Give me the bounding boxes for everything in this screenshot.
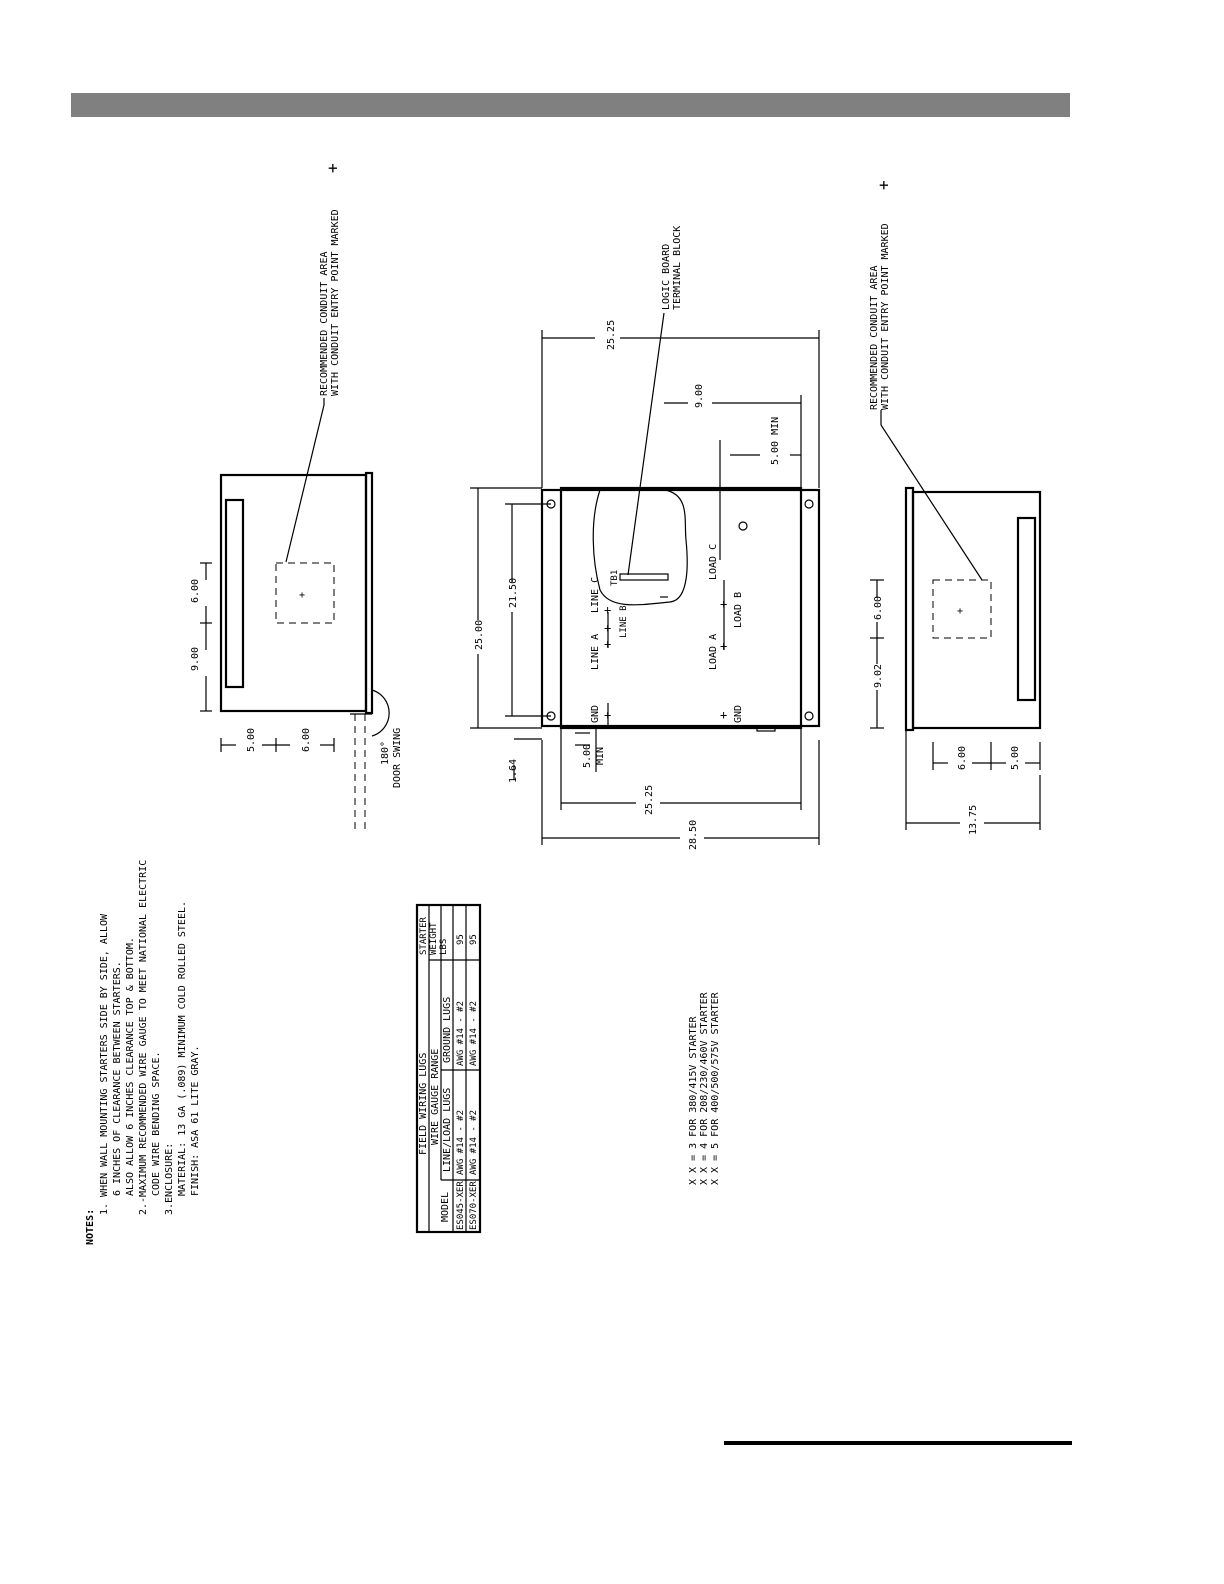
field-wiring-table: FIELD WIRING LUGS WIRE GAUGE RANGE MODEL… bbox=[415, 903, 482, 1234]
svg-text:+: + bbox=[604, 637, 611, 651]
svg-text:+: + bbox=[604, 621, 611, 635]
conduit-callout: RECOMMENDED CONDUIT AREA bbox=[319, 252, 330, 397]
header-bar bbox=[71, 93, 1070, 117]
left-side-view: + RECOMMENDED CONDUIT AREA WITH CONDUIT … bbox=[190, 163, 403, 830]
table-cell-weight: 95 bbox=[456, 934, 466, 945]
terminal-gnd-line: GND bbox=[590, 705, 601, 723]
conduit-callout: WITH CONDUIT ENTRY POINT MARKED bbox=[330, 209, 341, 396]
dim-label: 13.75 bbox=[968, 805, 979, 835]
note-line: 1. WHEN WALL MOUNTING STARTERS SIDE BY S… bbox=[99, 913, 110, 1215]
dim-label: 5.00 MIN bbox=[770, 417, 781, 465]
logic-board-callout: LOGIC BOARD bbox=[661, 244, 672, 310]
notes-block: NOTES: 1. WHEN WALL MOUNTING STARTERS SI… bbox=[85, 860, 201, 1245]
conduit-callout: WITH CONDUIT ENTRY POINT MARKED bbox=[880, 223, 891, 410]
door-swing-label: 180° bbox=[380, 741, 391, 765]
note-line: CODE WIRE BENDING SPACE. bbox=[151, 1052, 162, 1197]
dim-label: 6.00 bbox=[190, 579, 201, 603]
conduit-callout: RECOMMENDED CONDUIT AREA bbox=[869, 266, 880, 411]
terminal-line-c: LINE C bbox=[590, 577, 601, 613]
terminal-gnd-load: GND bbox=[733, 705, 744, 723]
conduit-callout-mark: + bbox=[874, 180, 893, 190]
svg-text:+: + bbox=[720, 708, 727, 722]
terminal-load-a: LOAD A bbox=[708, 634, 719, 670]
table-cell-weight: 95 bbox=[469, 934, 479, 945]
dim-label: 9.02 bbox=[873, 664, 884, 688]
table-group-header: WIRE GAUGE RANGE bbox=[430, 1049, 441, 1145]
table-title: FIELD WIRING LUGS bbox=[418, 1053, 429, 1155]
note-line: FINISH: ASA 61 LITE GRAY. bbox=[190, 1045, 201, 1196]
note-line: ALSO ALLOW 6 INCHES CLEARANCE TOP & BOTT… bbox=[125, 937, 136, 1196]
dim-label: MIN bbox=[595, 747, 606, 765]
note-line: 2.-MAXIMUM RECOMMENDED WIRE GAUGE TO MEE… bbox=[138, 860, 149, 1215]
dim-label: 25.25 bbox=[606, 320, 617, 350]
dim-label: 28.50 bbox=[688, 820, 699, 850]
dim-label: 6.00 bbox=[873, 596, 884, 620]
tb1-label: TB1 bbox=[610, 570, 620, 586]
svg-text:+: + bbox=[720, 639, 727, 653]
table-col-weight: STARTER bbox=[419, 916, 429, 955]
table-cell-ground: AWG #14 - #2 bbox=[456, 1001, 466, 1066]
table-col-weight: LBS bbox=[439, 939, 449, 955]
dim-label: 6.00 bbox=[957, 746, 968, 770]
dim-label: 5.00 bbox=[582, 744, 593, 768]
table-col-line-load: LINE/LOAD LUGS bbox=[442, 1088, 453, 1172]
table-col-weight: WEIGHT bbox=[429, 922, 439, 955]
dim-label: 25.00 bbox=[474, 620, 485, 650]
table-cell-line-load: AWG #14 - #2 bbox=[469, 1110, 479, 1175]
dim-label: 9.00 bbox=[190, 647, 201, 671]
note-line: 6 INCHES OF CLEARANCE BETWEEN STARTERS. bbox=[112, 961, 123, 1196]
table-cell-model: ES045-XER bbox=[456, 1181, 466, 1230]
terminal-load-b: LOAD B bbox=[733, 592, 744, 628]
terminal-line-a: LINE A bbox=[590, 634, 601, 670]
dim-label: 25.25 bbox=[644, 785, 655, 815]
voltage-notes: X X = 3 FOR 380/415V STARTER X X = 4 FOR… bbox=[688, 991, 721, 1185]
terminal-line-b: LINE B bbox=[619, 605, 629, 638]
svg-text:+: + bbox=[604, 708, 611, 722]
note-line: 3.ENCLOSURE: bbox=[164, 1143, 175, 1215]
dim-label: 5.00 bbox=[246, 728, 257, 752]
svg-text:+: + bbox=[720, 597, 727, 611]
terminal-load-c: LOAD C bbox=[708, 544, 719, 580]
table-cell-line-load: AWG #14 - #2 bbox=[456, 1110, 466, 1175]
right-side-view: + RECOMMENDED CONDUIT AREA WITH CONDUIT … bbox=[869, 180, 1042, 835]
conduit-mark: + bbox=[299, 590, 305, 601]
voltage-note: X X = 5 FOR 400/500/575V STARTER bbox=[710, 991, 721, 1185]
voltage-note: X X = 3 FOR 380/415V STARTER bbox=[688, 1015, 699, 1185]
door-swing-label: DOOR SWING bbox=[392, 728, 403, 788]
table-col-model: MODEL bbox=[440, 1192, 451, 1222]
note-line: MATERIAL: 13 GA (.089) MINIMUM COLD ROLL… bbox=[177, 901, 188, 1196]
conduit-mark: + bbox=[957, 606, 963, 617]
dim-label: 21.50 bbox=[508, 578, 519, 608]
table-cell-model: ES070-XER bbox=[469, 1181, 479, 1230]
dim-label: 9.00 bbox=[694, 384, 705, 408]
footer-rule bbox=[724, 1441, 1072, 1445]
voltage-note: X X = 4 FOR 208/230/460V STARTER bbox=[699, 991, 710, 1185]
svg-text:+: + bbox=[604, 603, 611, 617]
conduit-callout-mark: + bbox=[323, 163, 342, 173]
table-col-ground: GROUND LUGS bbox=[442, 997, 453, 1063]
logic-board-callout: TERMINAL BLOCK bbox=[672, 226, 683, 310]
notes-heading: NOTES: bbox=[85, 1209, 96, 1245]
dim-label: 5.00 bbox=[1010, 746, 1021, 770]
dim-label: 1.64 bbox=[508, 759, 519, 783]
table-cell-ground: AWG #14 - #2 bbox=[469, 1001, 479, 1066]
front-view: TB1 LOGIC BOARD TERMINAL BLOCK LINE A LI… bbox=[470, 226, 821, 850]
dim-label: 6.00 bbox=[301, 728, 312, 752]
